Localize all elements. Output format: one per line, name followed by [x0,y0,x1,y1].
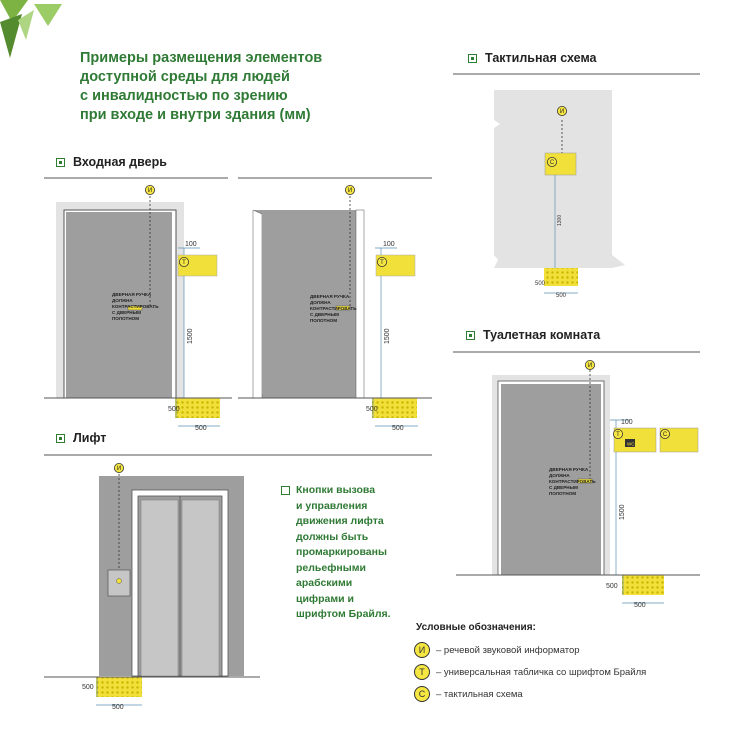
section-elevator: Лифт [56,431,106,445]
entrance-door-2 [252,196,418,427]
logo-icon [0,0,62,58]
entrance-door-1 [56,196,220,427]
note-marker-icon [281,486,290,495]
svg-text:ДОЛЖНА: ДОЛЖНА [310,300,331,305]
informer-icon: И [585,359,596,370]
symbol-letter: И [588,363,592,369]
symbol-letter: И [560,109,564,115]
svg-text:С ДВЕРНЫМ: С ДВЕРНЫМ [310,312,339,317]
dim-500-door2-v: 500 [366,406,378,413]
section-marker-icon [466,330,475,340]
page-title: Примеры размещения элементов доступной с… [80,50,323,123]
informer-icon: И [114,462,125,473]
dim-100-door1: 100 [185,241,197,248]
dim-1500-restroom: 1500 [619,504,626,520]
door-note-1: ДВЕРНАЯ РУЧКА ДОЛЖНА КОНТРАСТИРОВАТЬ С Д… [112,292,159,321]
symbol-letter: Т [182,260,186,266]
dim-100-restroom: 100 [621,419,633,426]
dim-500-restroom-h: 500 [634,602,646,609]
svg-text:С ДВЕРНЫМ: С ДВЕРНЫМ [549,485,578,490]
section-entrance-door: Входная дверь [56,155,167,169]
svg-text:ДОЛЖНА: ДОЛЖНА [549,473,570,478]
informer-icon: И [414,642,430,658]
door-note-restroom: ДВЕРНАЯ РУЧКА ДОЛЖНА КОНТРАСТИРОВАТЬ С Д… [549,467,596,496]
dim-1300-scheme: 1300 [557,215,563,226]
dim-500-scheme-h: 500 [556,293,567,299]
legend: И – речевой звуковой информатор Т – унив… [414,642,646,702]
dim-1500-door2: 1500 [384,328,391,344]
braille-tablet-icon: Т [178,256,189,267]
informer-icon: И [144,184,155,195]
restroom-drawing: WC [492,370,699,604]
dim-500-scheme-v: 500 [535,281,546,287]
elevator-note: Кнопки вызова и управления движения лифт… [296,484,391,620]
door-note-2: ДВЕРНАЯ РУЧКА ДОЛЖНА КОНТРАСТИРОВАТЬ С Д… [310,294,357,323]
svg-text:С ДВЕРНЫМ: С ДВЕРНЫМ [112,310,141,315]
section-marker-icon [56,157,65,167]
dim-1500-door1: 1500 [187,328,194,344]
symbol-letter: Т [616,432,620,438]
section-marker-icon [56,433,65,443]
dim-500-elevator-v: 500 [82,684,94,691]
tactile-scheme-icon: С [660,428,671,439]
symbol-letter: С [550,160,555,166]
dim-500-door1-h: 500 [195,425,207,432]
symbol-letter: И [117,466,121,472]
svg-text:ПОЛОТНОМ: ПОЛОТНОМ [112,316,139,321]
svg-text:ПОЛОТНОМ: ПОЛОТНОМ [549,491,576,496]
symbol-letter: Т [380,260,384,266]
svg-text:ДВЕРНАЯ РУЧКА: ДВЕРНАЯ РУЧКА [112,292,152,297]
symbol-letter: С [663,432,668,438]
informer-icon: И [344,184,355,195]
section-restroom: Туалетная комната [466,328,600,342]
tactile-scheme-icon: С [547,156,558,167]
braille-tablet-icon: Т [376,256,387,267]
legend-item-informer: И – речевой звуковой информатор [414,642,646,658]
dim-500-elevator-h: 500 [112,704,124,711]
elevator-drawing [96,474,244,706]
braille-tablet-icon: Т [414,664,430,680]
braille-tablet-icon: Т [613,428,624,439]
svg-text:КОНТРАСТИРОВАТЬ: КОНТРАСТИРОВАТЬ [549,479,596,484]
informer-icon: И [557,106,568,117]
legend-item-scheme: С – тактильная схема [414,686,646,702]
dim-500-restroom-v: 500 [606,583,618,590]
wc-label: WC [627,442,635,447]
legend-item-tablet: Т – универсальная табличка со шрифтом Бр… [414,664,646,680]
svg-text:КОНТРАСТИРОВАТЬ: КОНТРАСТИРОВАТЬ [112,304,159,309]
section-marker-icon [468,53,477,63]
svg-text:КОНТРАСТИРОВАТЬ: КОНТРАСТИРОВАТЬ [310,306,357,311]
svg-text:ДОЛЖНА: ДОЛЖНА [112,298,133,303]
dim-500-door1-v: 500 [168,406,180,413]
tactile-scheme-icon: С [414,686,430,702]
svg-text:ДВЕРНАЯ РУЧКА: ДВЕРНАЯ РУЧКА [549,467,589,472]
symbol-letter: И [348,188,352,194]
svg-text:ПОЛОТНОМ: ПОЛОТНОМ [310,318,337,323]
legend-title: Условные обозначения: [416,622,536,633]
section-tactile-scheme: Тактильная схема [468,51,596,65]
dim-500-door2-h: 500 [392,425,404,432]
symbol-letter: И [148,188,152,194]
svg-text:ДВЕРНАЯ РУЧКА: ДВЕРНАЯ РУЧКА [310,294,350,299]
dim-100-door2: 100 [383,241,395,248]
tactile-scheme-drawing [494,90,625,294]
